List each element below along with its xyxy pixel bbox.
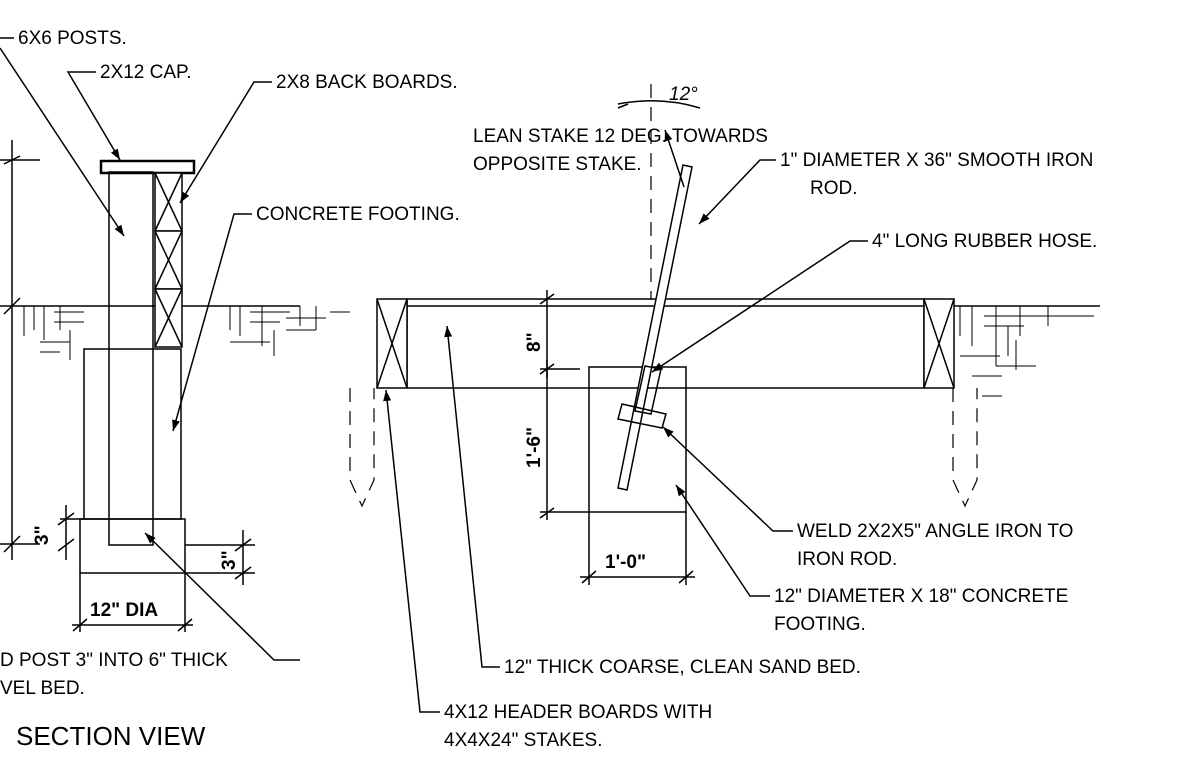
stake-right-dashed	[952, 388, 978, 508]
post-leaders	[0, 37, 300, 661]
label-embed-2: VEL BED.	[0, 678, 85, 699]
label-cap: 2X12 CAP.	[100, 62, 192, 83]
label-footing-2: FOOTING.	[774, 614, 866, 635]
label-rubber-hose: 4" LONG RUBBER HOSE.	[872, 231, 1097, 252]
stake-left-dashed	[349, 388, 375, 508]
label-lean-stake-2: OPPOSITE STAKE.	[473, 154, 642, 175]
iron-rod	[617, 164, 693, 491]
dim-12in-dia-text: 12" DIA	[90, 600, 158, 621]
stake-concrete-footing	[588, 366, 687, 513]
dim-3in-right-text: 3"	[219, 550, 240, 570]
sand-bed	[406, 298, 925, 389]
dim-8in	[539, 290, 580, 378]
header-board-right	[923, 298, 955, 389]
angle-label: 12°	[669, 84, 698, 105]
label-iron-rod-2: ROD.	[810, 178, 858, 199]
dim-1ft6in-text: 1'-6"	[524, 427, 545, 468]
dim-3in-right	[185, 530, 255, 585]
back-boards	[154, 172, 183, 348]
label-iron-rod-1: 1" DIAMETER X 36" SMOOTH IRON	[780, 150, 1093, 171]
label-weld-2: IRON ROD.	[797, 549, 897, 570]
post-height-dimension	[0, 140, 40, 560]
label-footing-1: 12" DIAMETER X 18" CONCRETE	[774, 586, 1068, 607]
label-weld-1: WELD 2X2X5" ANGLE IRON TO	[797, 521, 1073, 542]
label-header-1: 4X12 HEADER BOARDS WITH	[444, 702, 712, 723]
dim-1ft0in	[580, 512, 695, 585]
label-lean-stake-1: LEAN STAKE 12 DEG. TOWARDS	[473, 126, 768, 147]
cap-2x12	[99, 159, 196, 175]
concrete-footing	[83, 348, 182, 520]
labels: 6X6 POSTS. 2X12 CAP. 2X8 BACK BOARDS. CO…	[0, 28, 1097, 751]
gravel-bed	[79, 518, 186, 574]
stake-assembly: 12° 8" 1'-6" 1'-0"	[349, 84, 1100, 713]
stake-leaders	[383, 129, 868, 713]
header-board-left	[376, 298, 408, 389]
post-assembly: 3" 3" 12" DIA	[0, 37, 350, 661]
soil-hatch-right	[959, 306, 1094, 397]
label-posts: 6X6 POSTS.	[18, 28, 127, 49]
label-back-boards: 2X8 BACK BOARDS.	[276, 72, 458, 93]
dim-1ft0in-text: 1'-0"	[605, 552, 646, 573]
soil-hatch-left	[23, 306, 350, 360]
label-sand-bed: 12" THICK COARSE, CLEAN SAND BED.	[504, 657, 861, 678]
post-6x6	[108, 171, 154, 546]
dim-12in-dia	[72, 573, 193, 632]
angle-iron	[617, 403, 667, 429]
label-header-2: 4X4X24" STAKES.	[444, 730, 602, 751]
dim-8in-text: 8"	[524, 332, 545, 352]
section-view-title: SECTION VIEW	[16, 721, 206, 751]
angle-arc	[617, 100, 701, 109]
dim-3in-left	[57, 505, 84, 560]
label-embed-1: D POST 3" INTO 6" THICK	[0, 650, 228, 671]
dim-1ft6in	[539, 360, 589, 520]
dim-3in-left-text: 3"	[32, 525, 53, 545]
label-concrete-footing: CONCRETE FOOTING.	[256, 204, 460, 225]
